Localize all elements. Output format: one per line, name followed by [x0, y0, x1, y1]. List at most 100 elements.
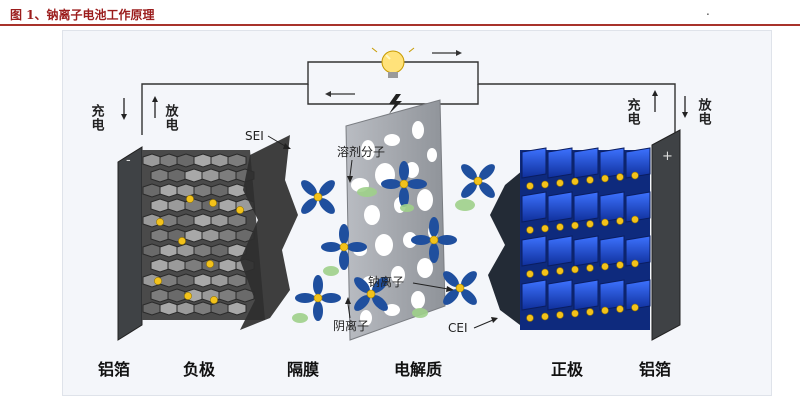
carbon-hexagon [210, 273, 230, 288]
sei-callout: SEI [245, 129, 291, 149]
sodium-ion-dot [541, 312, 549, 321]
sodium-ion-dot [601, 262, 609, 271]
component-labels: 铝箔 负极 隔膜 电解质 正极 铝箔 [98, 360, 671, 379]
solvent-molecule [357, 187, 377, 197]
sodium-ion-dot [586, 176, 594, 184]
carbon-hexagon [159, 243, 179, 258]
carbon-hexagon [176, 213, 196, 228]
sodium-ion-dot [210, 296, 218, 304]
sei-layer [240, 135, 298, 330]
carbon-hexagon [159, 301, 179, 316]
sodium-ion-dot [541, 268, 549, 277]
carbon-hexagon [167, 198, 187, 213]
carbon-hexagon [142, 243, 162, 258]
sodium-ion-dot [616, 261, 624, 269]
arrow-down-icon [121, 98, 127, 120]
carbon-hexagon [210, 301, 230, 316]
carbon-hexagon [193, 183, 213, 198]
figure-caption: 图 1、钠离子电池工作原理 [10, 8, 155, 22]
sodium-ion-dot [178, 237, 186, 245]
carbon-hexagon [227, 273, 247, 288]
anion-sodium-complex [298, 177, 338, 217]
cei-label: CEI [448, 321, 468, 335]
sodium-ion-dot [541, 180, 549, 189]
separator-pore [391, 266, 405, 284]
carbon-hexagon [159, 273, 179, 288]
arrow-right-icon [432, 50, 462, 56]
anode-label: 负极 [183, 360, 216, 379]
carbon-hexagon [176, 301, 196, 316]
separator-pore [375, 234, 393, 256]
carbon-hexagon [142, 301, 162, 316]
carbon-hexagon [176, 273, 196, 288]
anode-material [142, 150, 265, 320]
arrow-left-icon [325, 91, 355, 97]
separator-label: 隔膜 [287, 360, 319, 379]
sodium-ion-dot [631, 303, 639, 312]
carbon-hexagon [218, 168, 238, 183]
anion-sodium-complex [458, 161, 498, 201]
anion-label: 阴离子 [333, 318, 369, 333]
lightning-icon [389, 94, 402, 114]
negative-terminal-sign: - [126, 153, 131, 168]
external-circuit [141, 47, 676, 135]
carbon-hexagon [150, 198, 170, 213]
solvent-molecule [412, 308, 428, 318]
carbon-hexagon [167, 168, 187, 183]
sodium-ion-dot [556, 179, 564, 187]
sodium-ion-dot [526, 182, 534, 190]
carbon-hexagon [150, 168, 170, 183]
separator-pore [412, 121, 424, 139]
sodium-ion-dot [156, 218, 164, 226]
separator-pore [427, 148, 437, 162]
carbon-hexagon [227, 153, 247, 168]
sodium-ion-dot [186, 195, 194, 203]
separator-pore [361, 140, 375, 160]
carbon-hexagon [159, 183, 179, 198]
sodium-ion-dot [631, 259, 639, 268]
carbon-hexagon [176, 243, 196, 258]
cathode-foil [651, 129, 681, 341]
arrow-up-icon [652, 90, 658, 112]
anion-sodium-complex [440, 268, 480, 308]
sodium-ion-dot [631, 215, 639, 224]
positive-terminal-sign: + [662, 149, 673, 164]
cathode-layer [521, 279, 651, 322]
anode-foil-label: 铝箔 [98, 360, 130, 379]
sodium-ion-dot [631, 171, 639, 180]
carbon-hexagon [218, 198, 238, 213]
sodium-ion-dot [571, 265, 579, 274]
carbon-hexagon [210, 243, 230, 258]
sei-label: SEI [245, 129, 264, 143]
solvent-molecule [400, 204, 414, 212]
arrow-up-icon [152, 96, 158, 118]
carbon-hexagon [150, 228, 170, 243]
sodium-ion-dot [616, 217, 624, 225]
carbon-hexagon [218, 258, 238, 273]
carbon-hexagon [184, 228, 204, 243]
caption-rule [0, 24, 800, 26]
solvent-molecule [323, 266, 339, 276]
sodium-ion-dot [526, 226, 534, 234]
separator-pore [403, 232, 417, 248]
carbon-hexagon [193, 273, 213, 288]
cei-callout: CEI [448, 317, 498, 335]
arrow-down-icon [682, 96, 688, 118]
separator-pore [364, 205, 380, 225]
sodium-ion-dot [571, 309, 579, 318]
carbon-hexagon [235, 288, 255, 303]
carbon-hexagon [227, 301, 247, 316]
solvent-label: 溶剂分子 [337, 144, 385, 159]
carbon-hexagon [184, 258, 204, 273]
carbon-hexagon [218, 228, 238, 243]
sodium-ion-dot [184, 292, 192, 300]
sodium-ion-dot [616, 305, 624, 313]
carbon-hexagon [184, 168, 204, 183]
anode-foil [117, 146, 143, 341]
separator-pore [417, 258, 433, 278]
sodium-ion-dot [556, 267, 564, 275]
separator-pore [360, 310, 372, 326]
carbon-hexagon [150, 288, 170, 303]
right-discharge-label: 放电 [696, 97, 713, 126]
cathode-foil-label: 铝箔 [639, 360, 671, 379]
